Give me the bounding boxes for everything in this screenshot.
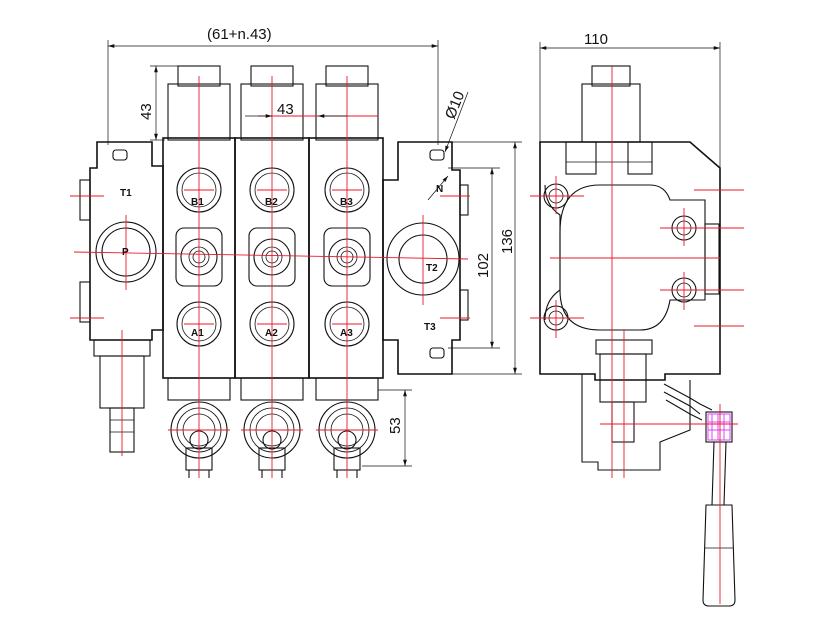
port-a3: A3 (340, 328, 353, 339)
port-a1: A1 (191, 328, 204, 339)
port-t1: T1 (120, 188, 132, 199)
dim-hole-dia: Ø10 (442, 89, 468, 122)
dim-section-pitch: 43 (277, 101, 294, 118)
port-b3: B3 (340, 197, 353, 208)
port-n: N (436, 184, 443, 195)
port-t3: T3 (424, 322, 436, 333)
port-labels: T1 P B1 B2 B3 A1 A2 A3 N T2 T3 (120, 184, 443, 339)
port-b1: B1 (191, 197, 204, 208)
dim-side-width: 110 (584, 31, 608, 48)
dim-mount-inner: 102 (475, 253, 492, 278)
port-p: P (122, 247, 129, 258)
side-view: 110 (530, 31, 744, 607)
dim-top-height: 43 (138, 103, 155, 120)
dim-handle-length: 53 (387, 417, 404, 434)
dim-mount-outer: 136 (499, 229, 516, 254)
work-section-3 (308, 65, 384, 478)
front-dimensions: (61+n.43) 43 43 Ø10 102 136 53 (107, 26, 522, 467)
dim-overall-width: (61+n.43) (207, 26, 272, 43)
port-t2: T2 (426, 263, 438, 274)
front-view: T1 P B1 B2 B3 A1 A2 A3 N T2 T3 (61+n.43)… (70, 26, 522, 478)
port-a2: A2 (265, 328, 278, 339)
front-centerlines (70, 76, 470, 478)
port-b2: B2 (265, 197, 278, 208)
